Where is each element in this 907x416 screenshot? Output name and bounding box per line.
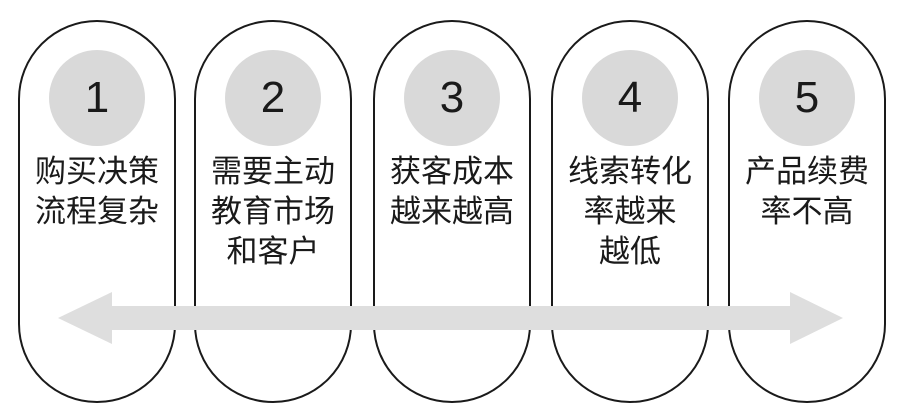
step-number-4: 4 — [582, 50, 678, 146]
step-card-1: 1 购买决策 流程复杂 — [18, 20, 176, 403]
step-caption-line: 线索转化 — [568, 154, 692, 190]
step-card-2: 2 需要主动 教育市场 和客户 — [194, 20, 352, 403]
step-caption-1: 购买决策 流程复杂 — [26, 152, 168, 232]
step-caption-line: 越来越高 — [390, 194, 514, 230]
step-card-5: 5 产品续费 率不高 — [728, 20, 886, 403]
step-caption-line: 流程复杂 — [35, 194, 159, 230]
step-caption-line: 获客成本 — [390, 154, 514, 190]
step-number-1: 1 — [49, 50, 145, 146]
step-caption-line: 需要主动 — [211, 154, 335, 190]
step-caption-line: 教育市场 — [211, 194, 335, 230]
step-caption-5: 产品续费 率不高 — [736, 152, 878, 232]
step-caption-line: 和客户 — [226, 234, 320, 270]
step-caption-line: 产品续费 — [745, 154, 869, 190]
step-caption-line: 率不高 — [760, 194, 854, 230]
step-caption-4: 线索转化 率越来 越低 — [559, 152, 701, 272]
step-number-3: 3 — [404, 50, 500, 146]
step-caption-line: 越低 — [599, 234, 661, 270]
step-number-5: 5 — [759, 50, 855, 146]
step-caption-line: 率越来 — [583, 194, 677, 230]
step-card-4: 4 线索转化 率越来 越低 — [551, 20, 709, 403]
step-caption-3: 获客成本 越来越高 — [381, 152, 523, 232]
step-number-2: 2 — [225, 50, 321, 146]
step-card-3: 3 获客成本 越来越高 — [373, 20, 531, 403]
step-caption-2: 需要主动 教育市场 和客户 — [202, 152, 344, 272]
step-caption-line: 购买决策 — [35, 154, 159, 190]
